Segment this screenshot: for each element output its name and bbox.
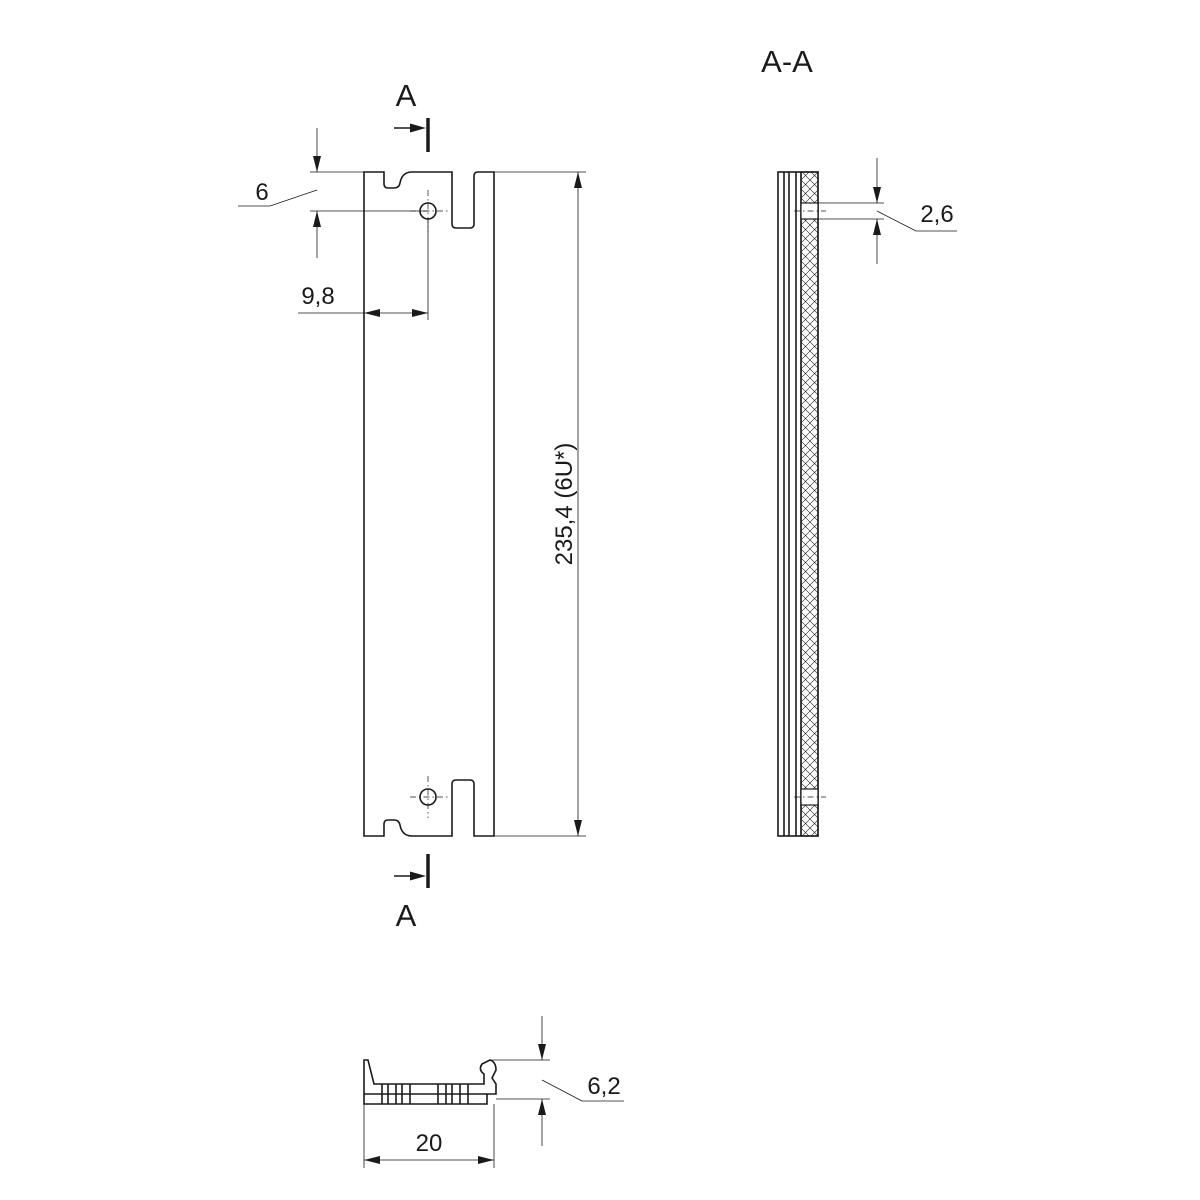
profile-view [363, 1059, 497, 1105]
dimension-slot-offset: 6 [238, 128, 428, 258]
dimension-label-hole-offset: 9,8 [301, 283, 334, 310]
dimension-label-slot-offset: 6 [255, 179, 268, 206]
profile-ribs [381, 1084, 469, 1104]
section-label-bottom: A [396, 898, 417, 933]
dimension-hole-diameter: 2,6 [818, 158, 957, 264]
dimension-label-profile-width: 20 [416, 1130, 443, 1157]
section-hatching [800, 171, 819, 837]
dimension-profile-width: 20 [363, 1104, 495, 1168]
dimension-label-profile-height: 6,2 [587, 1073, 620, 1100]
profile-outline [363, 1059, 497, 1105]
rail-outline [363, 171, 495, 837]
section-label-top: A [396, 78, 417, 113]
section-mark-bottom: A [394, 854, 430, 933]
dimension-label-hole-diameter: 2,6 [920, 201, 953, 228]
hole-centerlines [410, 190, 448, 818]
dimension-length: 235,4 (6U*) [494, 171, 586, 837]
front-view [363, 171, 495, 837]
dimension-label-length: 235,4 (6U*) [551, 443, 578, 566]
dimension-profile-height: 6,2 [490, 1016, 624, 1146]
section-view-title: A-A [761, 44, 813, 79]
section-view [777, 171, 826, 837]
section-mark-top: A [394, 78, 430, 152]
dimension-hole-offset: 9,8 [298, 219, 429, 320]
